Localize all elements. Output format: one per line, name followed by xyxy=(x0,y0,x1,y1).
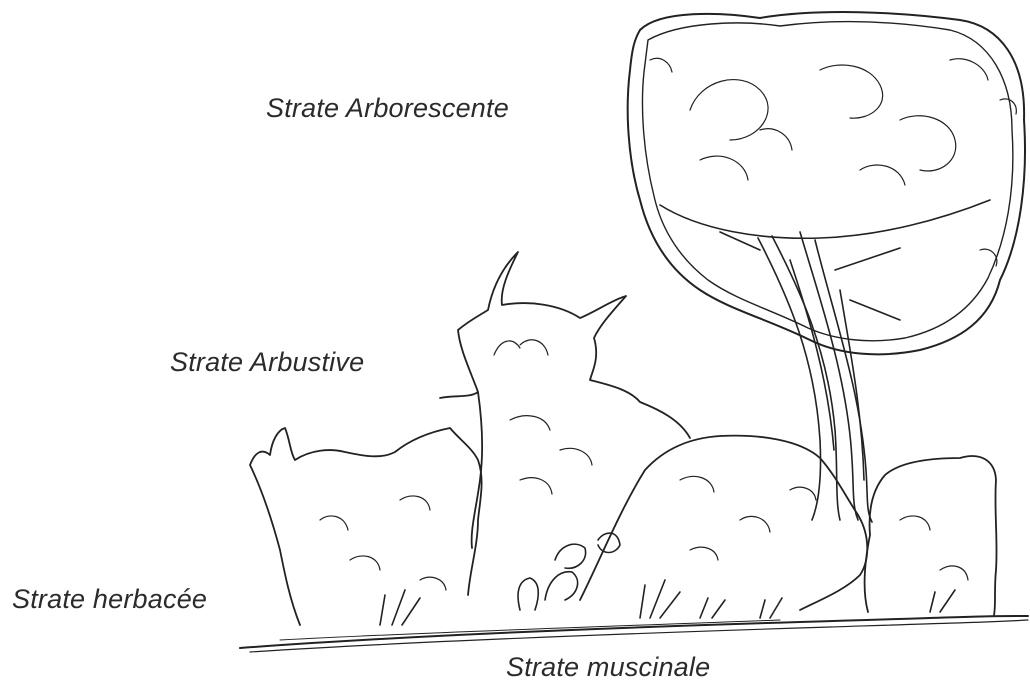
label-strate-arborescente: Strate Arborescente xyxy=(266,93,509,124)
label-strate-herbacee: Strate herbacée xyxy=(12,584,207,615)
tall-shrub xyxy=(440,252,690,548)
right-shrub xyxy=(865,456,997,615)
left-shrub xyxy=(250,428,482,625)
tree-trunk xyxy=(720,232,900,522)
ground-line xyxy=(240,616,1028,652)
label-strate-arbustive: Strate Arbustive xyxy=(170,347,364,378)
middle-shrub xyxy=(580,436,867,610)
label-strate-muscinale: Strate muscinale xyxy=(506,652,710,683)
tree-crown xyxy=(628,12,1025,354)
